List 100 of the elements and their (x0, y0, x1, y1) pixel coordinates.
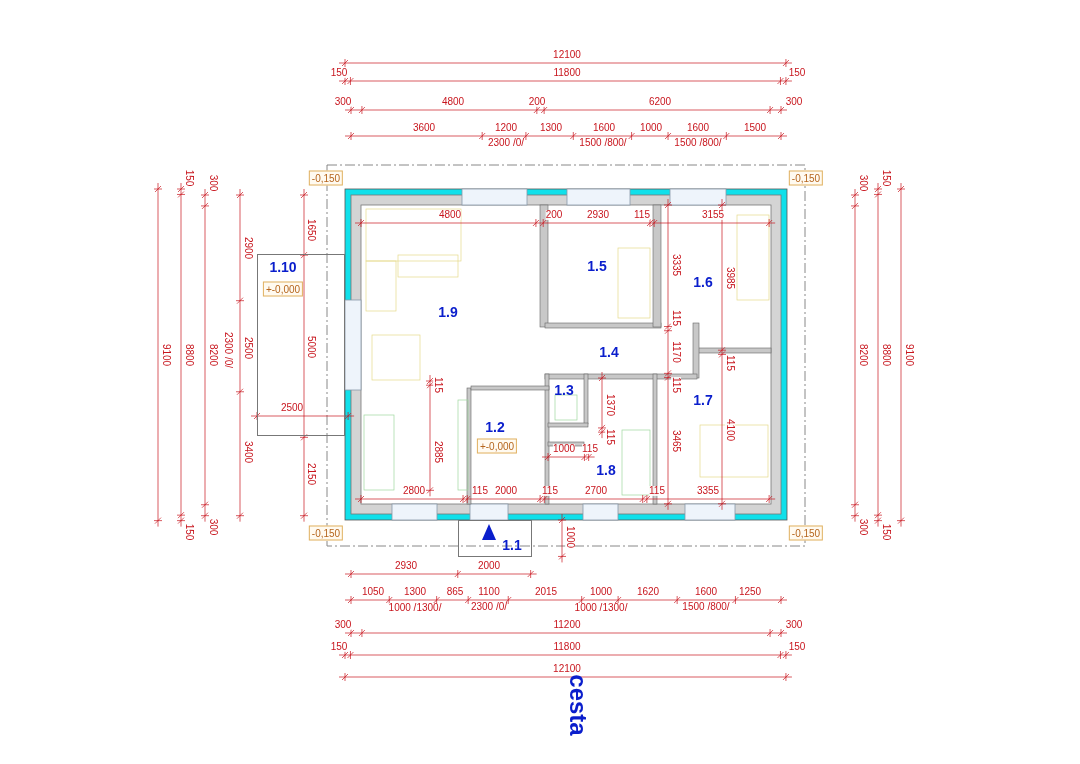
dimension-text: 115 (582, 444, 598, 454)
dimension-text: 1500 /800/ (674, 138, 722, 148)
dimension-text: 300 (334, 97, 352, 107)
dimension-text: 115 (472, 486, 488, 496)
dimension-text: 150 (788, 642, 806, 652)
dimension-text: 2300 /0/ (470, 602, 508, 612)
dimension-text: 115 (671, 310, 681, 326)
room-number: 1.1 (502, 538, 522, 552)
dimension-text: 11800 (553, 68, 581, 78)
dimension-text: 9100 (904, 343, 914, 367)
dimension-text: 11800 (553, 642, 581, 652)
dimension-text: 150 (184, 169, 194, 187)
dimension-text: 2300 /0/ (223, 331, 233, 369)
dimension-text: 3355 (696, 486, 720, 496)
dimension-text: 5000 (306, 335, 316, 359)
dimension-text: 200 (528, 97, 546, 107)
dimension-text: 2500 (280, 403, 304, 413)
dimension-text: 3985 (725, 266, 735, 290)
dimension-text: 1170 (671, 341, 681, 363)
dimension-text: 1000 (565, 525, 575, 549)
room-number: 1.5 (587, 259, 607, 273)
dimension-text: 1000 /1300/ (388, 603, 442, 613)
dimension-text: 2885 (433, 440, 443, 464)
dimension-text: 115 (725, 355, 735, 371)
room-number: 1.8 (596, 463, 616, 477)
room-number: 1.6 (693, 275, 713, 289)
dimension-text: 8200 (858, 343, 868, 367)
dimension-text: 1500 /800/ (579, 138, 627, 148)
dimension-text: 6200 (648, 97, 672, 107)
room-number: 1.9 (438, 305, 458, 319)
level-tag: +-0,000 (262, 281, 304, 297)
dimension-text: 300 (858, 518, 868, 536)
dimension-text: 1500 (743, 123, 767, 133)
dimension-text: 865 (446, 587, 464, 597)
dimension-text: 1500 /800/ (682, 602, 730, 612)
level-tag: -0,150 (788, 170, 824, 186)
room-number: 1.3 (554, 383, 574, 397)
dimension-text: 1000 (589, 587, 613, 597)
dimension-text: 1200 (494, 123, 518, 133)
dimension-text: 1620 (636, 587, 660, 597)
dimension-text: 4800 (441, 97, 465, 107)
dimension-text: 115 (634, 210, 650, 220)
dimension-text: 300 (785, 620, 803, 630)
dimension-text: 2900 (243, 236, 253, 260)
dimension-text: 1000 (552, 444, 576, 454)
dimension-text: 1250 (738, 587, 762, 597)
dimension-text: 115 (605, 429, 615, 445)
dimension-text: 150 (184, 523, 194, 541)
dimension-text: 2015 (534, 587, 558, 597)
dimension-text: 12100 (553, 50, 581, 60)
dimension-text: 1300 (539, 123, 563, 133)
dimension-text: 1000 (639, 123, 663, 133)
dimension-text: 1600 (694, 587, 718, 597)
level-tag: +-0,000 (476, 438, 518, 454)
dimension-text: 1600 (592, 123, 616, 133)
dimension-text: 2000 (494, 486, 518, 496)
dimension-text: 1300 (403, 587, 427, 597)
dimension-text: 150 (788, 68, 806, 78)
dimension-text: 115 (433, 377, 443, 393)
dimension-text: 115 (671, 377, 681, 393)
dimension-text: 300 (785, 97, 803, 107)
dimension-text: 8800 (184, 343, 194, 367)
room-number: 1.4 (599, 345, 619, 359)
dimension-text: 2930 (586, 210, 610, 220)
dimension-text: 2300 /0/ (487, 138, 525, 148)
dimension-text: 2700 (584, 486, 608, 496)
dimension-text: 12100 (553, 664, 581, 674)
dimension-text: 1100 (478, 587, 500, 597)
dimension-text: 200 (545, 210, 563, 220)
level-tag: -0,150 (308, 525, 344, 541)
room-number: 1.2 (485, 420, 505, 434)
dimension-text: 1600 (686, 123, 710, 133)
dimension-text: 3155 (701, 210, 725, 220)
dimension-text: 1000 /1300/ (574, 603, 628, 613)
dimension-text: 2800 (402, 486, 426, 496)
dimension-text: 4100 (725, 418, 735, 442)
dimension-text: 3465 (671, 429, 681, 453)
room-number: 1.10 (269, 260, 297, 274)
dimension-text: 8800 (881, 343, 891, 367)
dimension-text: 3400 (243, 440, 253, 464)
dimension-text: 300 (208, 518, 218, 536)
dimension-text: 300 (208, 174, 218, 192)
dimension-text: 4800 (438, 210, 462, 220)
dimension-text: 115 (542, 486, 558, 496)
dimension-text: 150 (330, 642, 348, 652)
room-number: 1.7 (693, 393, 713, 407)
dimension-text: 3335 (671, 253, 681, 277)
dimension-text: 1650 (306, 218, 316, 242)
dimension-text: 150 (881, 523, 891, 541)
level-tag: -0,150 (308, 170, 344, 186)
dimension-text: 300 (858, 174, 868, 192)
dimension-text: 2930 (394, 561, 418, 571)
dimension-text: 8200 (208, 343, 218, 367)
dimension-text: 3600 (412, 123, 436, 133)
dimension-text: 150 (881, 169, 891, 187)
dimension-text: 1050 (361, 587, 385, 597)
dimension-text: 2150 (306, 462, 316, 486)
dimension-text: 9100 (161, 343, 171, 367)
dimension-text: 150 (330, 68, 348, 78)
level-tag: -0,150 (788, 525, 824, 541)
